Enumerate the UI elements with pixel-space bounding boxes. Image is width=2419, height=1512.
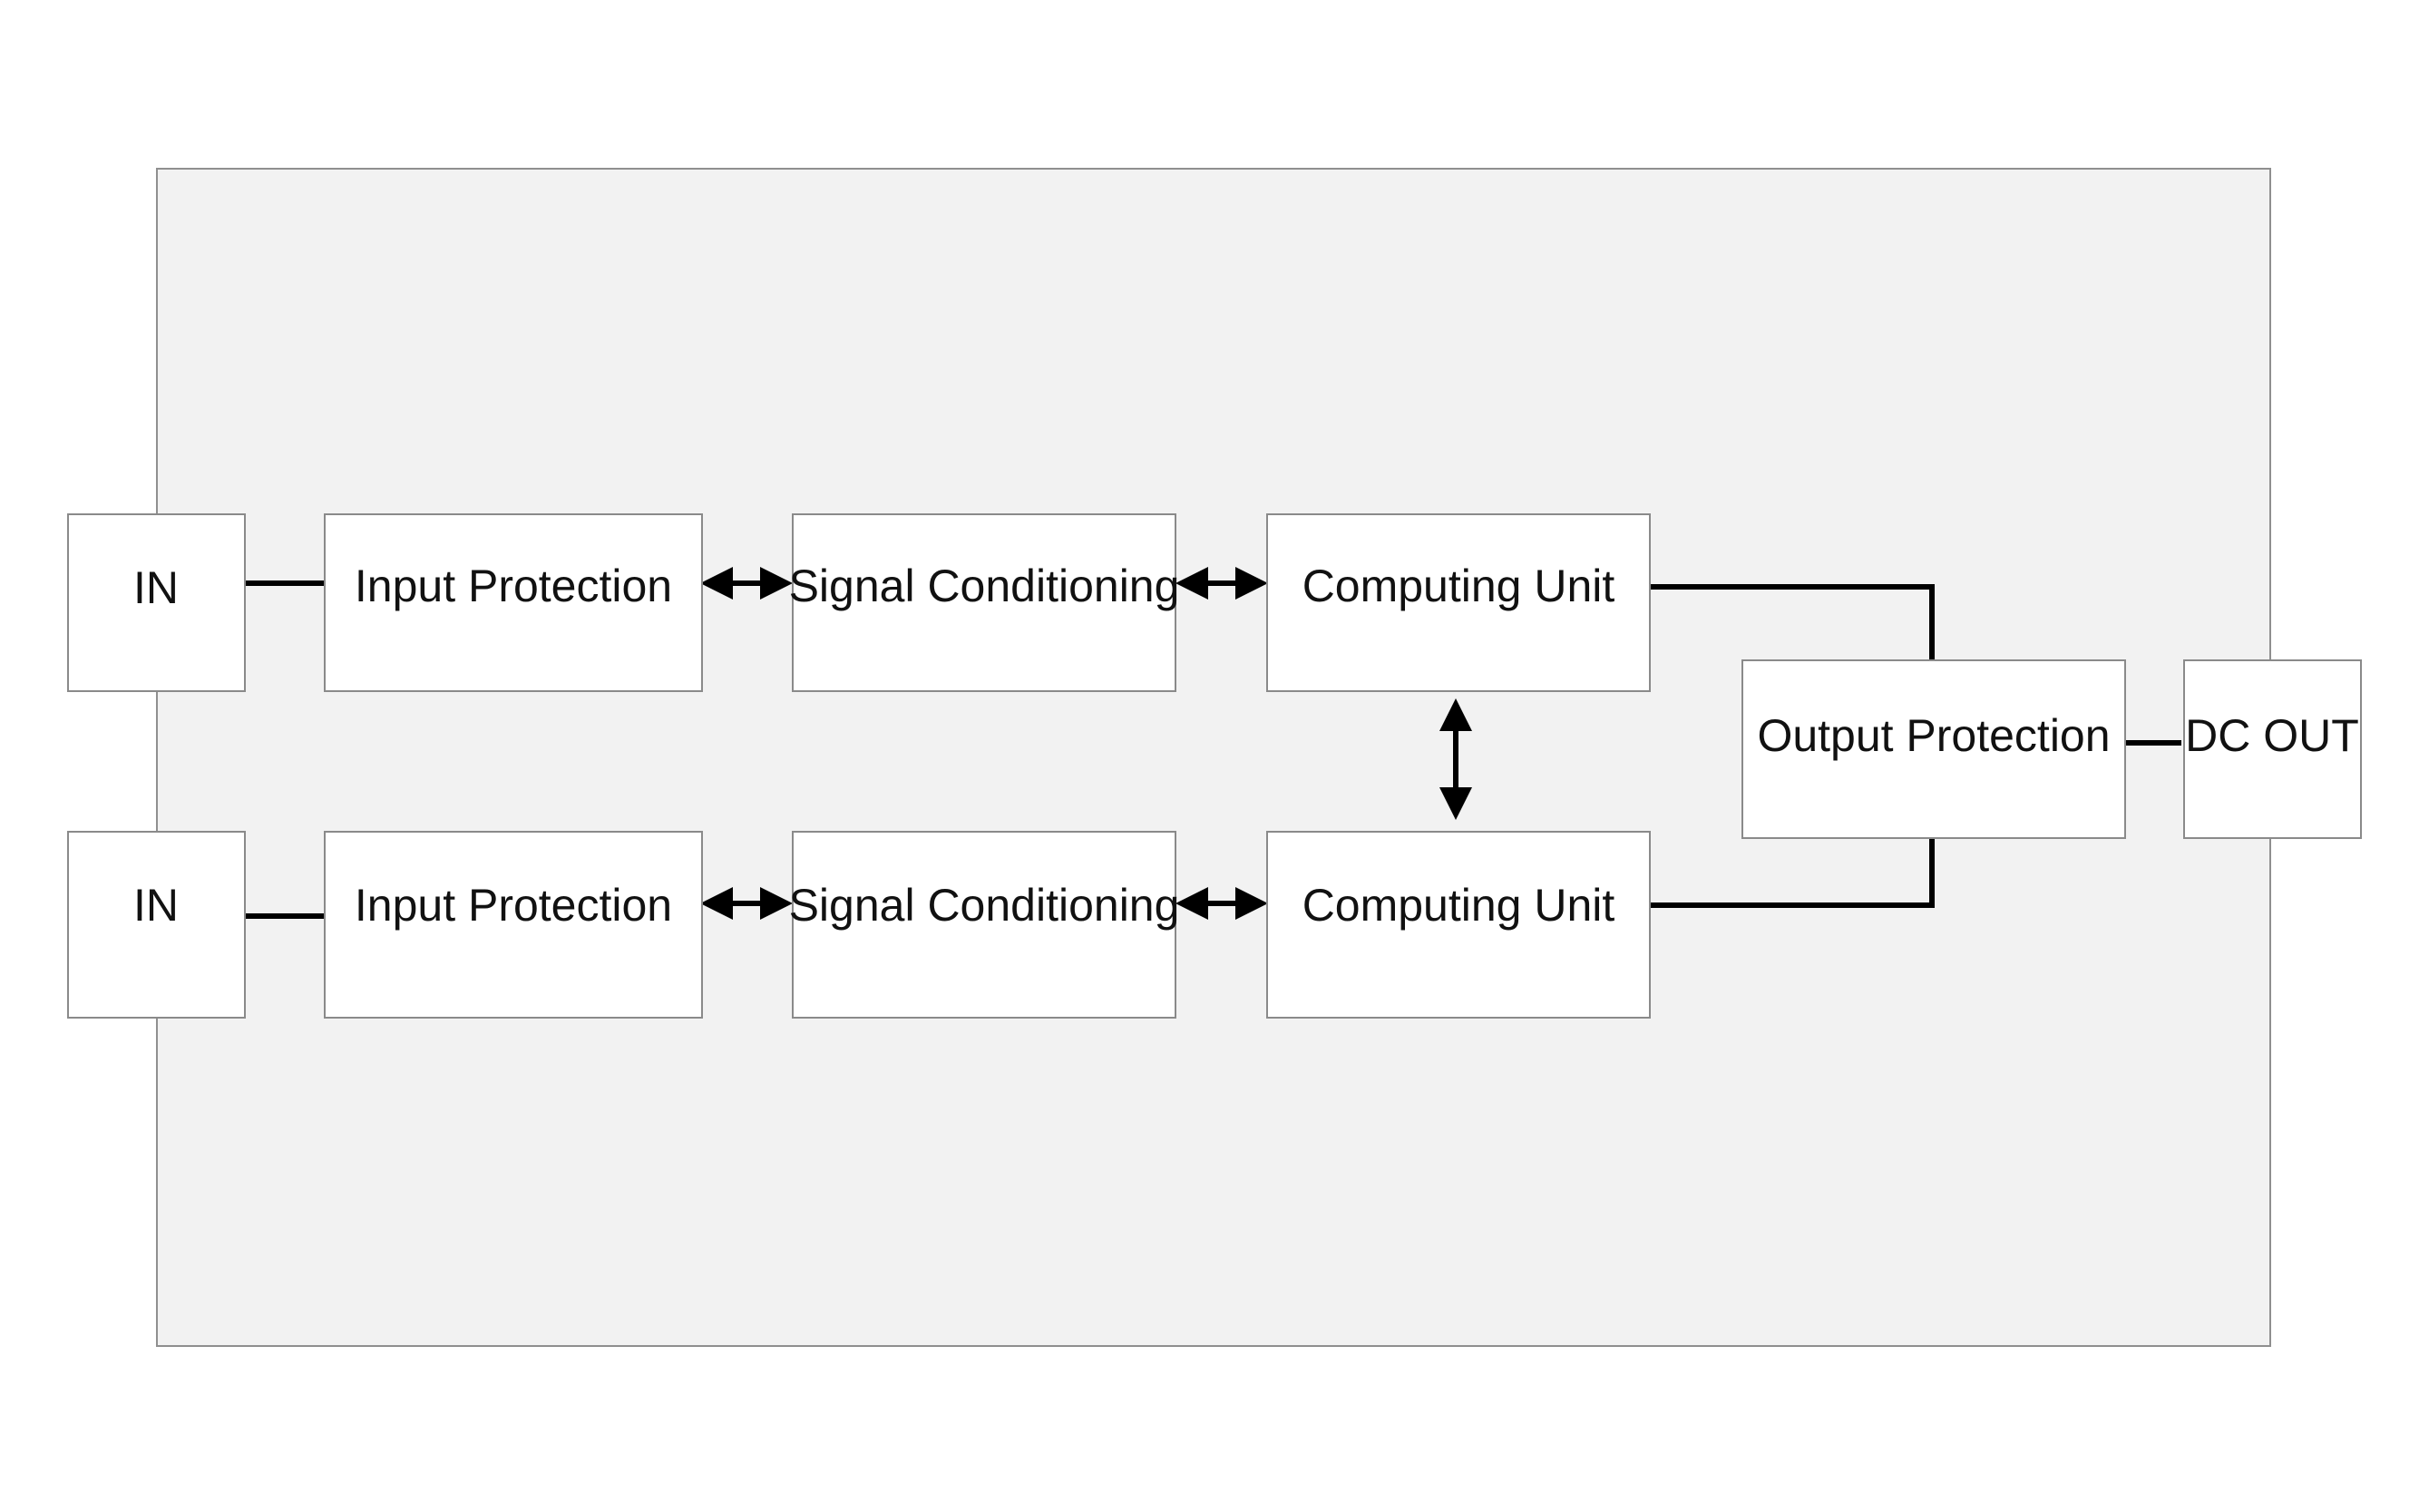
signal-conditioning-block-bottom: Signal Conditioning <box>789 831 1180 1019</box>
input-protection-block-bottom-label: Input Protection <box>355 880 672 931</box>
signal-conditioning-block-top-label: Signal Conditioning <box>789 561 1180 611</box>
output-protection-block-label: Output Protection <box>1757 710 2110 761</box>
output-protection-block: Output Protection <box>1741 659 2126 839</box>
wire-computing-top-to-output-protection <box>1648 584 1935 660</box>
computing-unit-block-bottom-label: Computing Unit <box>1302 880 1615 931</box>
in-block-top: IN <box>67 513 246 692</box>
dc-out-block: DC OUT <box>2183 659 2362 839</box>
connectors <box>245 567 2181 920</box>
wire-computing-bottom-to-output-protection <box>1648 838 1935 908</box>
input-protection-block-top: Input Protection <box>324 513 703 692</box>
computing-unit-block-top: Computing Unit <box>1266 513 1651 692</box>
in-block-top-label: IN <box>133 562 179 613</box>
signal-conditioning-block-top: Signal Conditioning <box>789 513 1180 692</box>
signal-conditioning-block-bottom-label: Signal Conditioning <box>789 880 1180 931</box>
in-block-bottom: IN <box>67 831 246 1019</box>
input-protection-block-top-label: Input Protection <box>355 561 672 611</box>
dc-out-block-label: DC OUT <box>2185 710 2359 761</box>
computing-unit-block-bottom: Computing Unit <box>1266 831 1651 1019</box>
computing-unit-block-top-label: Computing Unit <box>1302 561 1615 611</box>
in-block-bottom-label: IN <box>133 880 179 931</box>
input-protection-block-bottom: Input Protection <box>324 831 703 1019</box>
